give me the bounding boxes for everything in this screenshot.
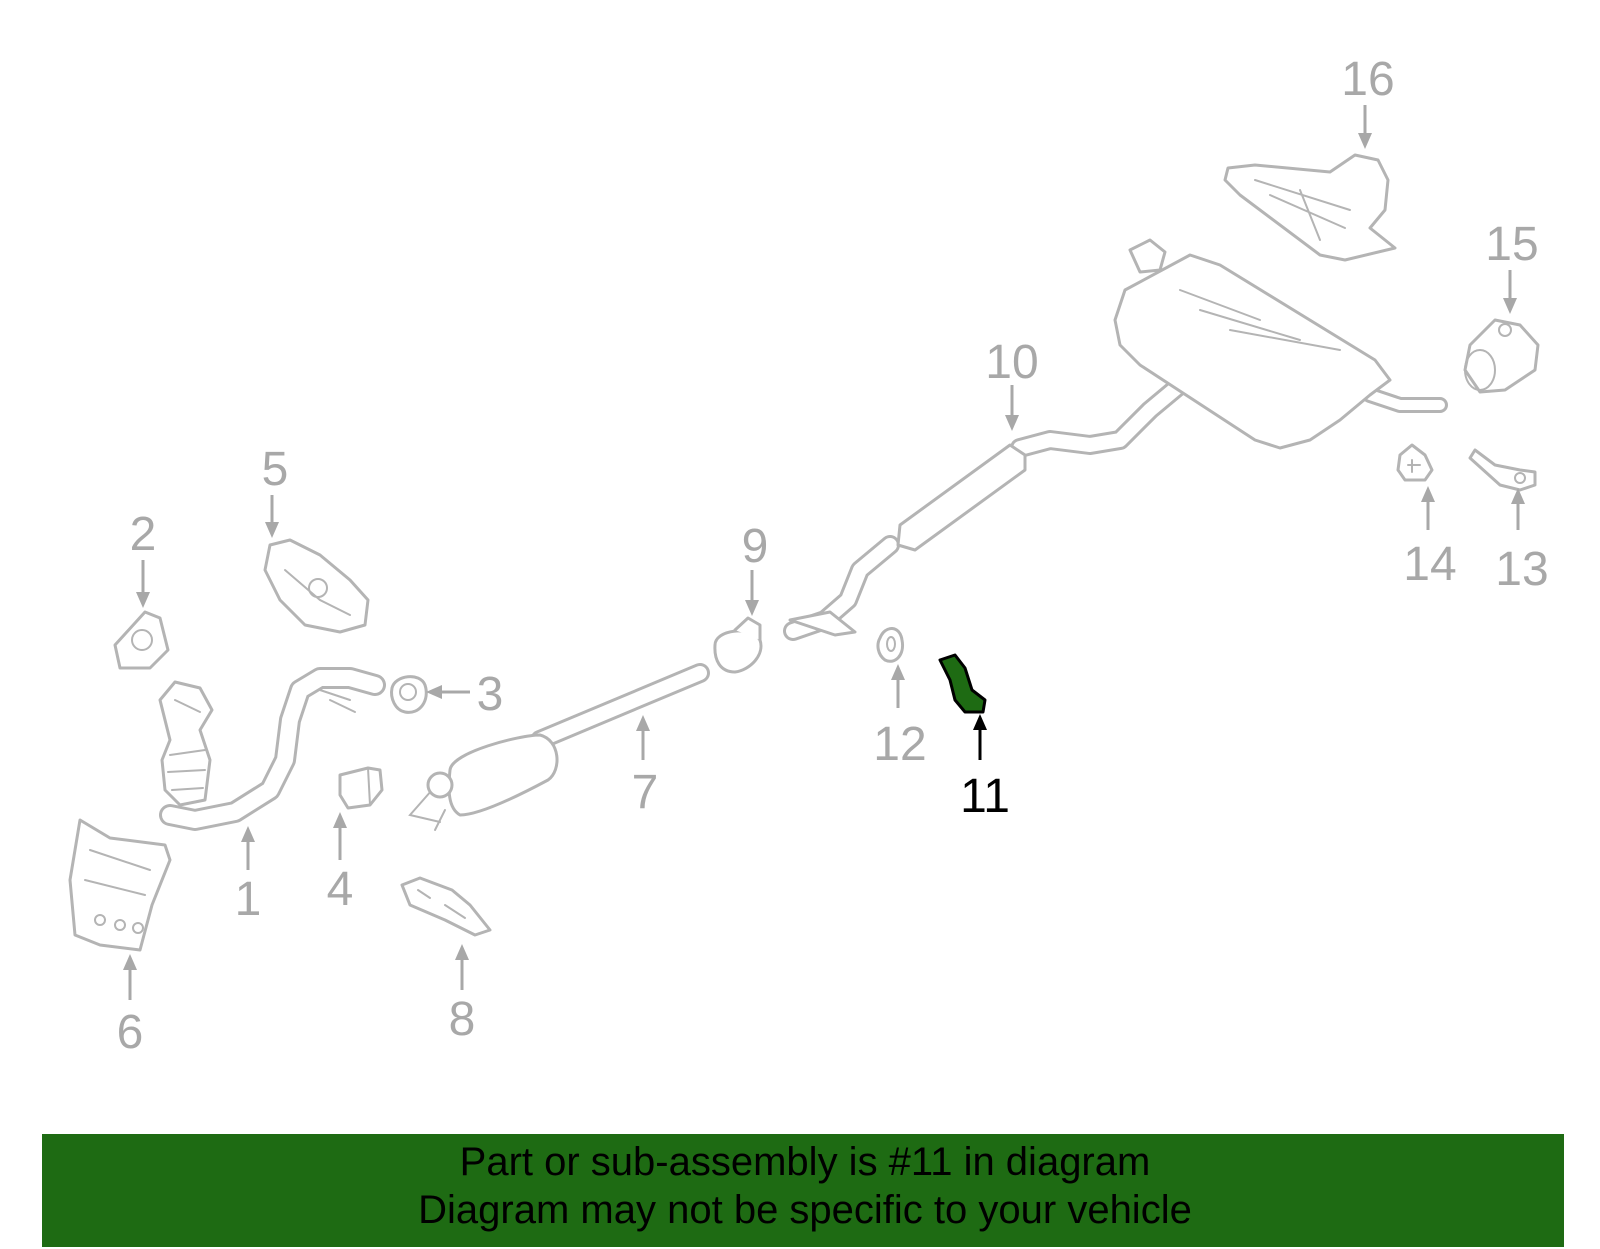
part-2-gasket [113, 610, 170, 670]
rear-muffler [1113, 238, 1392, 450]
callout-16: 16 [1341, 53, 1394, 106]
callout-5: 5 [262, 443, 289, 496]
part-8-bracket [400, 876, 492, 937]
callout-6: 6 [117, 1006, 144, 1059]
part-6-heat-shield [68, 818, 172, 952]
part-16-heat-shield [1223, 153, 1397, 262]
footer-line-1: Part or sub-assembly is #11 in diagram [459, 1140, 1151, 1184]
part-10-intermediate-pipe [788, 443, 1027, 637]
callout-11: 11 [960, 770, 1010, 823]
callout-4: 4 [327, 863, 354, 916]
callouts: 1 2 3 4 5 6 7 8 9 10 [117, 53, 1549, 1059]
callout-10: 10 [985, 336, 1038, 389]
callout-8: 8 [449, 993, 476, 1046]
part-13-bolt [1468, 448, 1537, 492]
callout-2: 2 [130, 508, 157, 561]
part-12-grommet [876, 627, 905, 663]
callout-3: 3 [477, 668, 504, 721]
callout-15: 15 [1485, 218, 1538, 271]
part-9-clamp [713, 616, 763, 674]
part-3-ring [390, 675, 428, 714]
part-11-hanger [938, 653, 987, 714]
callout-12: 12 [873, 718, 926, 771]
part-5-heat-shield [263, 538, 370, 634]
callout-14: 14 [1403, 538, 1456, 591]
part-7-resonator [408, 733, 559, 831]
callout-1: 1 [235, 873, 262, 926]
catalytic-converter [158, 680, 214, 807]
footer-line-2: Diagram may not be specific to your vehi… [418, 1188, 1192, 1232]
footer-banner: Part or sub-assembly is #11 in diagram D… [40, 1132, 1566, 1249]
part-4-sleeve [338, 766, 384, 810]
callout-9: 9 [742, 520, 769, 573]
part-14-isolator [1396, 443, 1434, 482]
part-1-front-pipe [159, 667, 386, 831]
part-15-tailpipe-tip [1463, 318, 1540, 394]
callout-7: 7 [632, 766, 659, 819]
callout-13: 13 [1495, 543, 1548, 596]
